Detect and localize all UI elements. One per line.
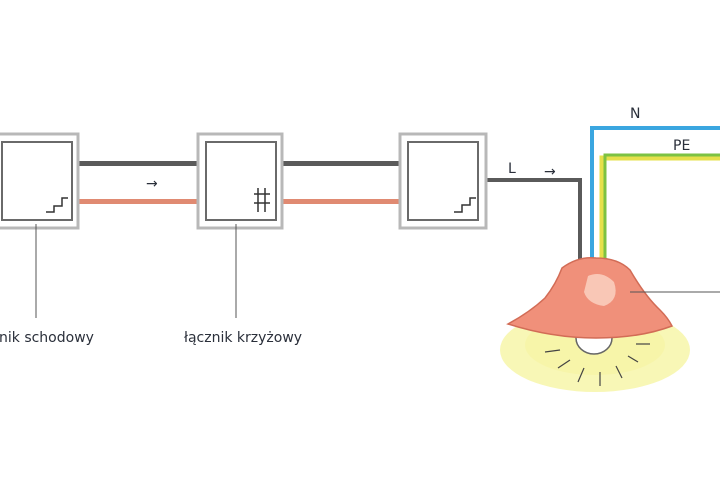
wires-middle-right bbox=[278, 161, 404, 204]
arrow-label-2: → bbox=[544, 164, 556, 180]
lamp-highlight bbox=[584, 274, 616, 306]
caption-staircase-switch: nik schodowy bbox=[0, 330, 94, 346]
caption-cross-switch: łącznik krzyżowy bbox=[184, 330, 302, 346]
pe-wire-green bbox=[603, 153, 720, 262]
switch-left bbox=[0, 132, 80, 318]
traveler-wire-1 bbox=[76, 199, 202, 204]
pendant-lamp bbox=[500, 256, 720, 392]
phase-wire-L bbox=[482, 178, 582, 262]
neutral-wire-N bbox=[590, 126, 720, 262]
phase-wire-1 bbox=[76, 161, 202, 166]
switch-right bbox=[398, 132, 488, 230]
cross-switch-icon bbox=[254, 188, 270, 212]
wire-label-L: L bbox=[508, 161, 516, 177]
wire-label-N: N bbox=[630, 106, 640, 122]
switch-middle bbox=[196, 132, 284, 318]
staircase-switch-icon bbox=[46, 197, 68, 213]
wire-label-PE: PE bbox=[673, 138, 690, 154]
arrow-label-1: → bbox=[146, 176, 158, 192]
light-rays bbox=[544, 343, 650, 386]
phase-wire-2 bbox=[278, 161, 404, 166]
wires-left-middle bbox=[76, 161, 202, 204]
traveler-wire-2 bbox=[278, 199, 404, 204]
pe-wire-yellow bbox=[599, 155, 720, 262]
staircase-switch-icon bbox=[454, 197, 476, 213]
